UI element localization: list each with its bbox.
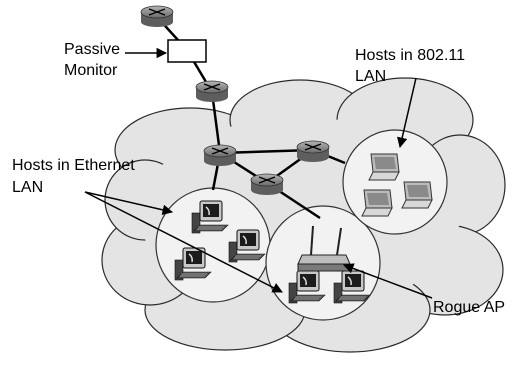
hosts-80211-label-line2: LAN bbox=[355, 68, 386, 85]
wireless-host-icon bbox=[401, 181, 433, 209]
hosts-ethernet-label-line1: Hosts in Ethernet bbox=[12, 157, 135, 174]
router-top-icon bbox=[140, 5, 174, 28]
router-core-right-icon bbox=[296, 140, 330, 163]
annotation-arrows bbox=[84, 47, 433, 299]
passive-monitor-label-line2: Monitor bbox=[64, 62, 118, 79]
hosts-ethernet-label-line2: LAN bbox=[12, 179, 43, 196]
router-upper-icon bbox=[195, 80, 229, 103]
router-core-bottom-icon bbox=[250, 173, 284, 196]
passive-monitor-label-line1: Passive bbox=[64, 41, 120, 58]
wireless-host-icon bbox=[368, 153, 400, 181]
rogue-ap-icon bbox=[297, 225, 351, 272]
rogue-ap-label: Rogue AP bbox=[433, 299, 505, 316]
wireless-lan-circle bbox=[342, 129, 448, 235]
hosts-80211-label-line1: Hosts in 802.11 bbox=[355, 47, 465, 64]
passive-monitor-box bbox=[167, 39, 207, 63]
router-core-left-icon bbox=[203, 144, 237, 167]
wireless-host-icon bbox=[361, 189, 393, 217]
